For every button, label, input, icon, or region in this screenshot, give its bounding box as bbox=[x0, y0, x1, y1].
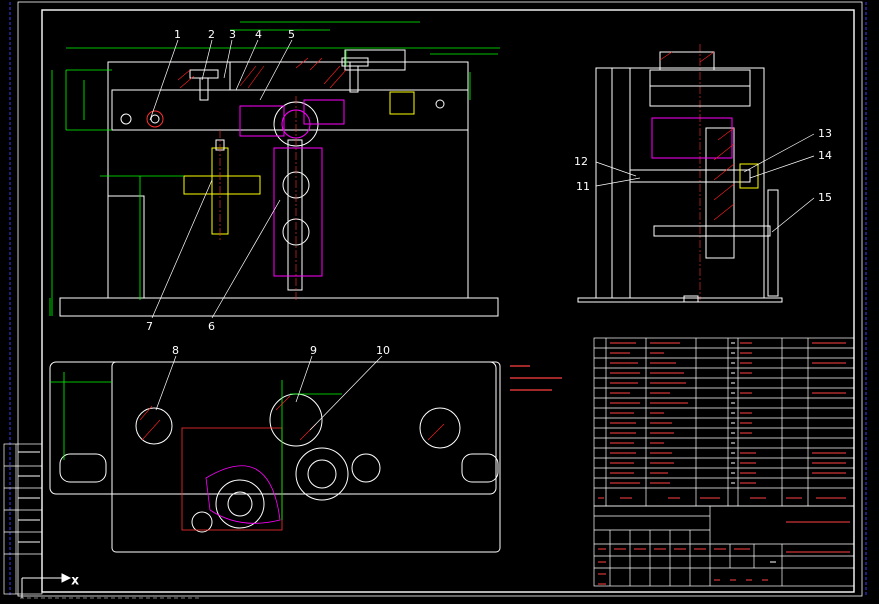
ucs-icon: X bbox=[21, 573, 79, 598]
title-block-marks bbox=[598, 521, 850, 585]
balloon-3: 3 bbox=[229, 28, 236, 41]
viewport-border bbox=[9, 2, 867, 596]
balloon-5: 5 bbox=[288, 28, 295, 41]
margin-stamp-marks bbox=[18, 451, 40, 543]
center-lines bbox=[219, 44, 701, 300]
balloon-10: 10 bbox=[376, 344, 390, 357]
balloon-14: 14 bbox=[818, 149, 832, 162]
front-view bbox=[59, 49, 499, 317]
top-view bbox=[49, 361, 501, 553]
leader-lines bbox=[149, 39, 815, 431]
bom-cell-marks bbox=[598, 342, 846, 499]
title-block bbox=[593, 505, 855, 587]
margin-stamp-table bbox=[3, 443, 43, 595]
balloon-13: 13 bbox=[818, 127, 832, 140]
front-view-dimensions bbox=[49, 21, 500, 316]
top-view-hatching bbox=[139, 395, 445, 441]
ucs-x-label: X bbox=[72, 577, 78, 587]
balloon-12: 12 bbox=[574, 155, 588, 168]
side-view bbox=[577, 51, 783, 303]
balloon-15: 15 bbox=[818, 191, 832, 204]
balloon-4: 4 bbox=[255, 28, 262, 41]
side-view-hatching bbox=[659, 51, 735, 221]
drawing-frame bbox=[17, 1, 863, 597]
balloon-7: 7 bbox=[146, 320, 153, 333]
balloon-8: 8 bbox=[172, 344, 179, 357]
technical-notes bbox=[510, 365, 562, 391]
balloon-2: 2 bbox=[208, 28, 215, 41]
front-view-hatching bbox=[177, 57, 347, 89]
balloon-labels: 1 2 3 4 5 6 7 8 9 10 11 12 13 14 15 bbox=[146, 28, 832, 357]
balloon-11: 11 bbox=[576, 180, 590, 193]
balloon-9: 9 bbox=[310, 344, 317, 357]
balloon-1: 1 bbox=[174, 28, 181, 41]
balloon-6: 6 bbox=[208, 320, 215, 333]
